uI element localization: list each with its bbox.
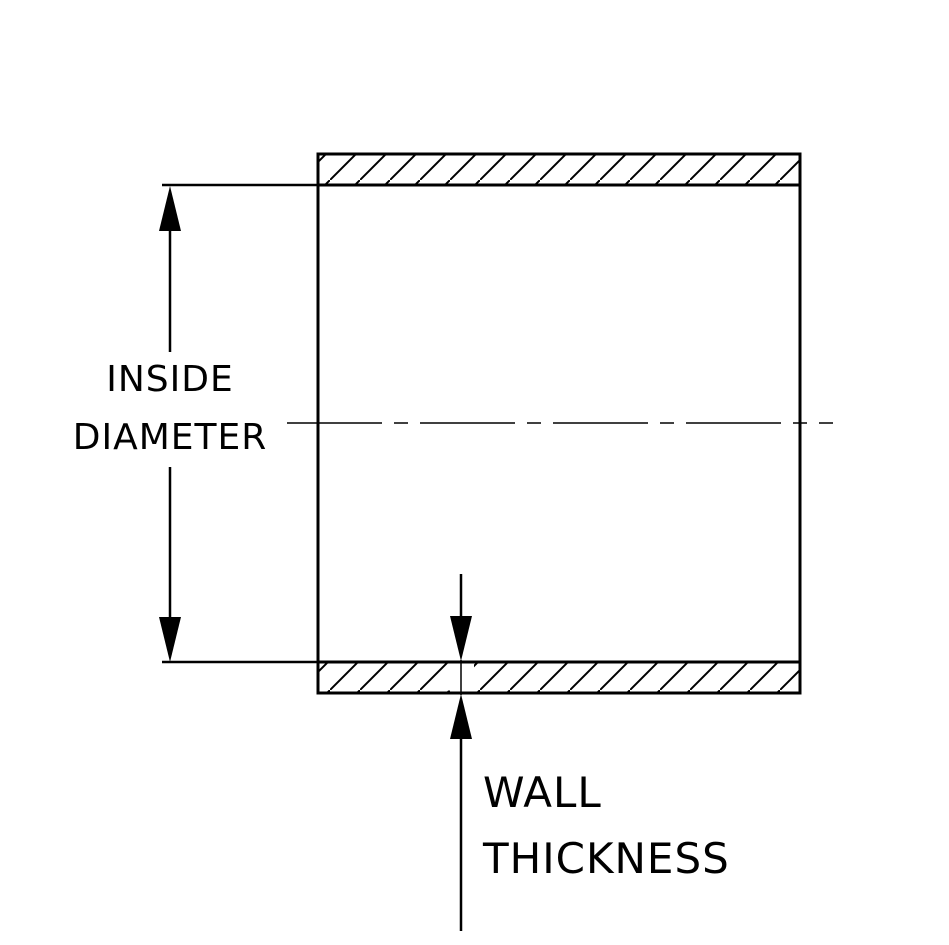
inside-diameter-label-line1: INSIDE xyxy=(106,359,234,400)
wall-thickness-label-line1: WALL xyxy=(483,768,602,817)
wall-thickness-label-line2: THICKNESS xyxy=(483,834,730,883)
inside-diameter-label-line2: DIAMETER xyxy=(72,417,268,458)
top-wall-hatched-band xyxy=(316,152,802,187)
inside-diameter-arrow-down-icon xyxy=(159,617,181,662)
wall-thickness-arrow-down-icon xyxy=(450,616,472,661)
wall-thickness-arrow-up-icon xyxy=(450,694,472,739)
inside-diameter-arrow-up-icon xyxy=(159,186,181,231)
bottom-wall-hatched-band xyxy=(316,660,802,695)
